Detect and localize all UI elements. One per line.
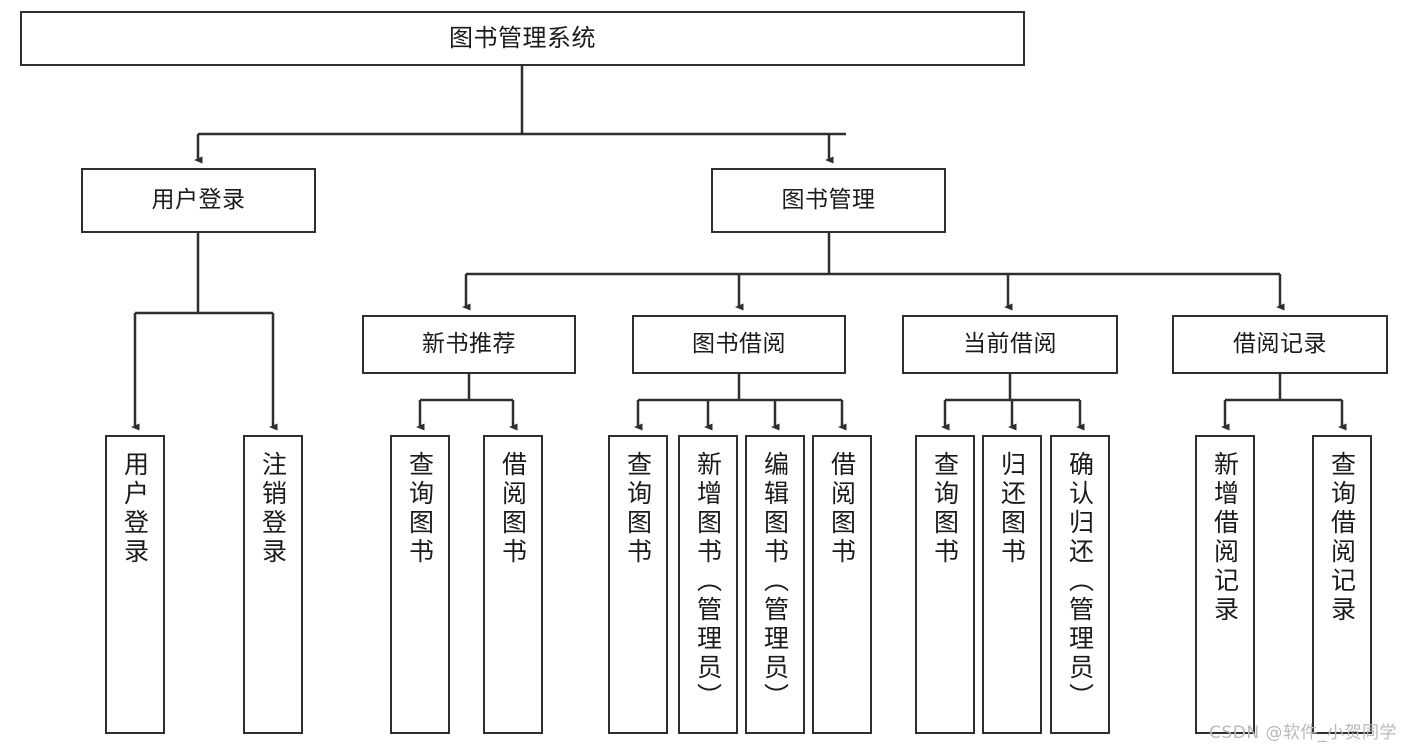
node-borrow-record-label: 借阅记录 — [1233, 331, 1327, 358]
node-leaf-confirm-return[interactable]: 确认归还（管理员） — [1050, 435, 1110, 734]
node-leaf-query-book-2-label: 查询图书 — [623, 451, 653, 567]
node-leaf-add-record-label: 新增借阅记录 — [1210, 451, 1240, 625]
node-book-management[interactable]: 图书管理 — [711, 168, 946, 233]
node-leaf-edit-book-label: 编辑图书（管理员） — [760, 451, 790, 712]
node-current-borrow[interactable]: 当前借阅 — [902, 315, 1118, 374]
node-leaf-query-book-3[interactable]: 查询图书 — [915, 435, 975, 734]
node-new-book-recommend-label: 新书推荐 — [422, 331, 516, 358]
node-book-borrow[interactable]: 图书借阅 — [632, 315, 846, 374]
node-book-management-label: 图书管理 — [781, 187, 876, 214]
node-leaf-query-record-label: 查询借阅记录 — [1327, 451, 1357, 625]
node-leaf-borrow-book-2-label: 借阅图书 — [827, 451, 857, 567]
node-leaf-add-book-label: 新增图书（管理员） — [693, 451, 723, 712]
node-leaf-return-book-label: 归还图书 — [997, 451, 1027, 567]
node-leaf-user-logout-label: 注销登录 — [258, 451, 288, 567]
node-root[interactable]: 图书管理系统 — [20, 11, 1025, 66]
node-leaf-query-book-2[interactable]: 查询图书 — [608, 435, 668, 734]
node-leaf-borrow-book-2[interactable]: 借阅图书 — [812, 435, 872, 734]
node-leaf-add-book[interactable]: 新增图书（管理员） — [678, 435, 738, 734]
node-leaf-add-record[interactable]: 新增借阅记录 — [1195, 435, 1255, 734]
node-borrow-record[interactable]: 借阅记录 — [1172, 315, 1388, 374]
node-leaf-borrow-book-1[interactable]: 借阅图书 — [483, 435, 543, 734]
node-leaf-edit-book[interactable]: 编辑图书（管理员） — [745, 435, 805, 734]
node-leaf-query-book-1-label: 查询图书 — [405, 451, 435, 567]
node-user-login-label: 用户登录 — [151, 187, 246, 214]
node-new-book-recommend[interactable]: 新书推荐 — [362, 315, 576, 374]
node-leaf-query-book-1[interactable]: 查询图书 — [390, 435, 450, 734]
node-leaf-query-record[interactable]: 查询借阅记录 — [1312, 435, 1372, 734]
node-book-borrow-label: 图书借阅 — [692, 331, 786, 358]
node-root-label: 图书管理系统 — [449, 23, 596, 52]
node-leaf-user-login[interactable]: 用户登录 — [105, 435, 165, 734]
node-leaf-borrow-book-1-label: 借阅图书 — [498, 451, 528, 567]
node-leaf-confirm-return-label: 确认归还（管理员） — [1065, 451, 1095, 712]
node-leaf-user-logout[interactable]: 注销登录 — [243, 435, 303, 734]
node-user-login[interactable]: 用户登录 — [81, 168, 316, 233]
node-leaf-query-book-3-label: 查询图书 — [930, 451, 960, 567]
node-leaf-return-book[interactable]: 归还图书 — [982, 435, 1042, 734]
node-current-borrow-label: 当前借阅 — [963, 331, 1057, 358]
node-leaf-user-login-label: 用户登录 — [120, 451, 150, 567]
